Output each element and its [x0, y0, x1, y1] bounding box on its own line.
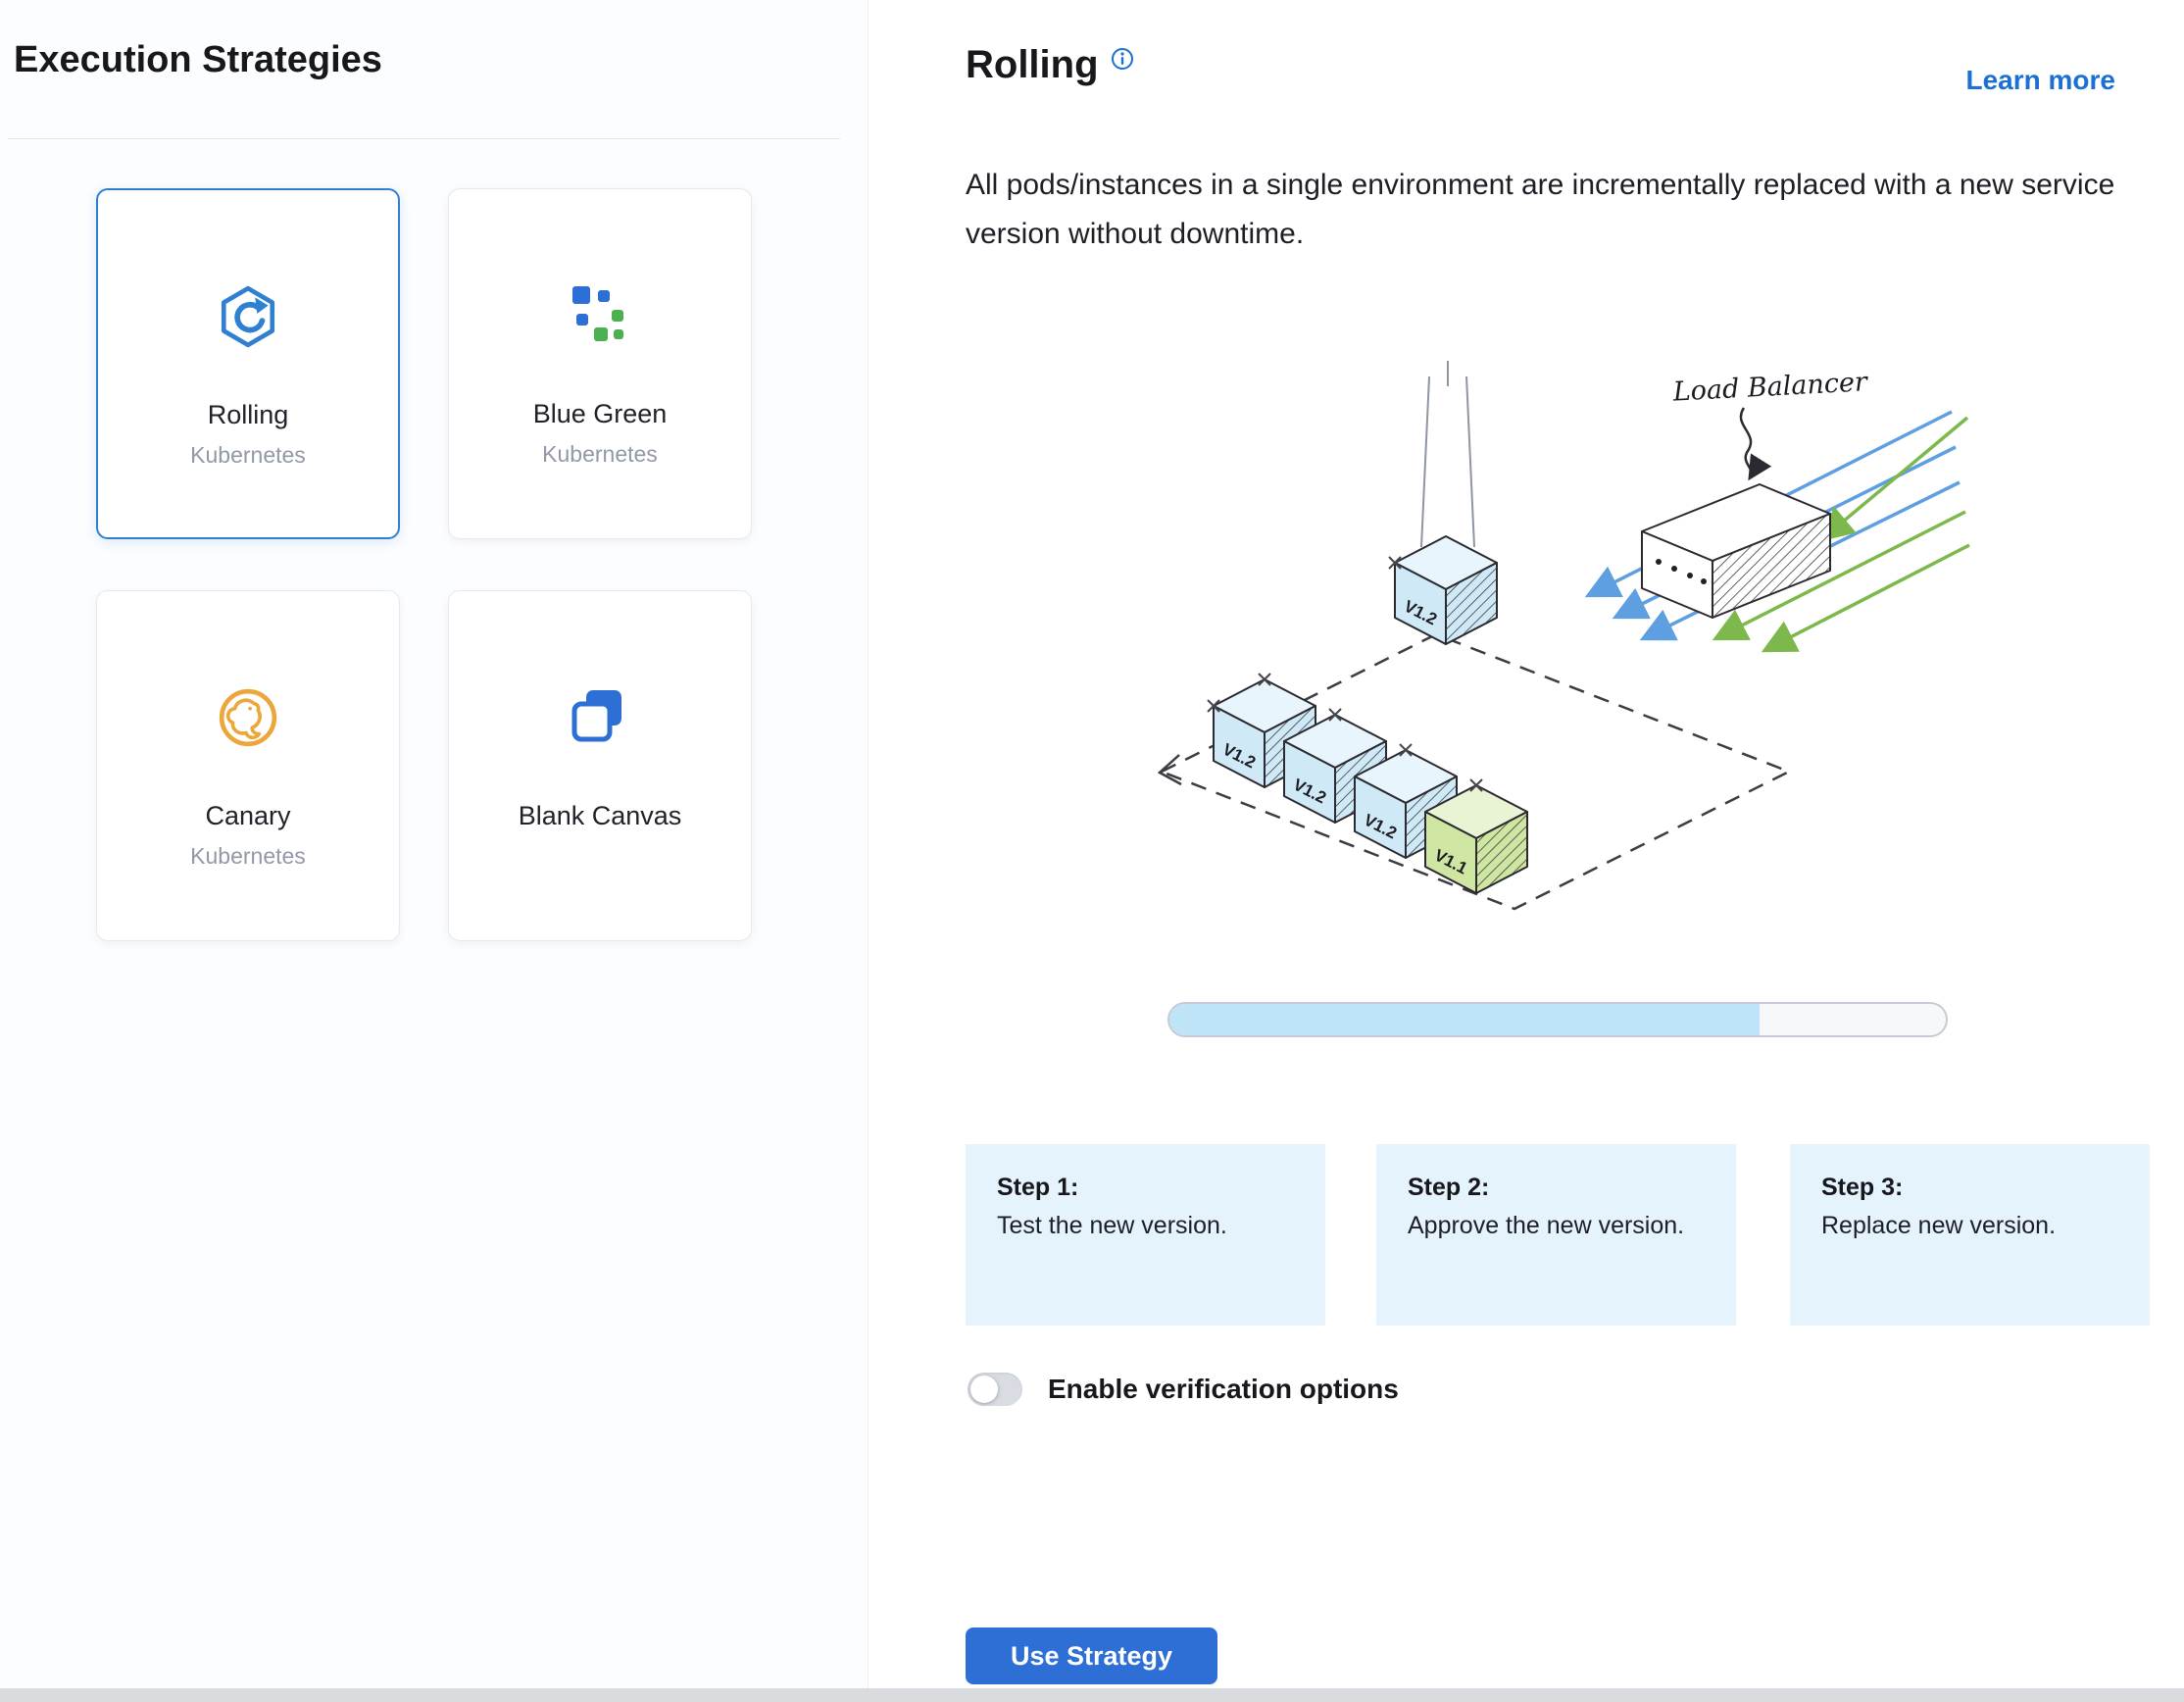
- toggle-knob: [970, 1376, 998, 1403]
- strategy-description: All pods/instances in a single environme…: [966, 169, 2115, 250]
- card-label: Blank Canvas: [518, 801, 682, 830]
- strategy-title: Rolling: [966, 43, 1099, 86]
- verification-toggle-row: Enable verification options: [968, 1373, 1399, 1406]
- card-sublabel: Kubernetes: [190, 442, 306, 468]
- step-title: Step 3:: [1821, 1174, 1904, 1201]
- card-label: Canary: [205, 801, 291, 830]
- use-strategy-button[interactable]: Use Strategy: [966, 1627, 1217, 1684]
- horizontal-scrollbar[interactable]: [0, 1688, 2184, 1702]
- step-card-2: Step 2: Approve the new version.: [1376, 1144, 1736, 1326]
- step-text: Approve the new version.: [1408, 1212, 1685, 1239]
- learn-more-link[interactable]: Learn more: [1965, 65, 2116, 95]
- crane-cables: [1420, 361, 1475, 548]
- info-icon[interactable]: [1111, 47, 1134, 75]
- progress-fill: [1169, 1004, 1760, 1035]
- step-title: Step 1:: [997, 1174, 1079, 1201]
- tick-marks: [1207, 556, 1483, 792]
- pod-cube: V1.2: [1354, 749, 1458, 859]
- card-label: Blue Green: [532, 399, 668, 428]
- page-title: Execution Strategies: [14, 39, 382, 80]
- load-balancer-box: [1641, 483, 1831, 619]
- step-text: Replace new version.: [1821, 1212, 2057, 1239]
- step-card-1: Step 1: Test the new version.: [966, 1144, 1325, 1326]
- strategy-card-blue-green[interactable]: Blue Green Kubernetes: [448, 188, 752, 539]
- strategy-card-canary[interactable]: Canary Kubernetes: [96, 590, 400, 941]
- old-pod-cube: V1.1: [1424, 784, 1528, 894]
- rollout-progress-bar: [1167, 1002, 1948, 1037]
- canary-icon: [216, 683, 280, 752]
- card-label: Rolling: [207, 400, 289, 429]
- card-sublabel: Kubernetes: [190, 843, 306, 869]
- rolling-strategy-illustration: Load Balancer V1.2 V1.2: [1157, 361, 1970, 911]
- step-title: Step 2:: [1408, 1174, 1490, 1201]
- verification-toggle-label: Enable verification options: [1048, 1374, 1399, 1404]
- load-balancer-label: Load Balancer: [1671, 367, 1870, 407]
- strategy-card-blank-canvas[interactable]: Blank Canvas: [448, 590, 752, 941]
- pod-cube: V1.2: [1283, 714, 1387, 824]
- label-arrow: [1739, 407, 1772, 481]
- deployment-plane: [1157, 632, 1793, 911]
- strategy-card-rolling[interactable]: Rolling Kubernetes: [96, 188, 400, 539]
- step-card-3: Step 3: Replace new version.: [1790, 1144, 2150, 1326]
- verification-toggle[interactable]: [968, 1373, 1022, 1406]
- strategies-sidebar: Execution Strategies Rolling Kubernetes: [0, 0, 869, 1702]
- title-divider: [8, 138, 840, 139]
- rolling-icon: [216, 282, 280, 351]
- detail-header: Rolling: [966, 43, 1134, 87]
- blue-green-icon: [569, 281, 631, 350]
- incoming-pod-cube: V1.2: [1394, 535, 1498, 645]
- card-sublabel: Kubernetes: [542, 441, 658, 467]
- blank-canvas-icon: [569, 683, 631, 752]
- step-text: Test the new version.: [997, 1212, 1227, 1239]
